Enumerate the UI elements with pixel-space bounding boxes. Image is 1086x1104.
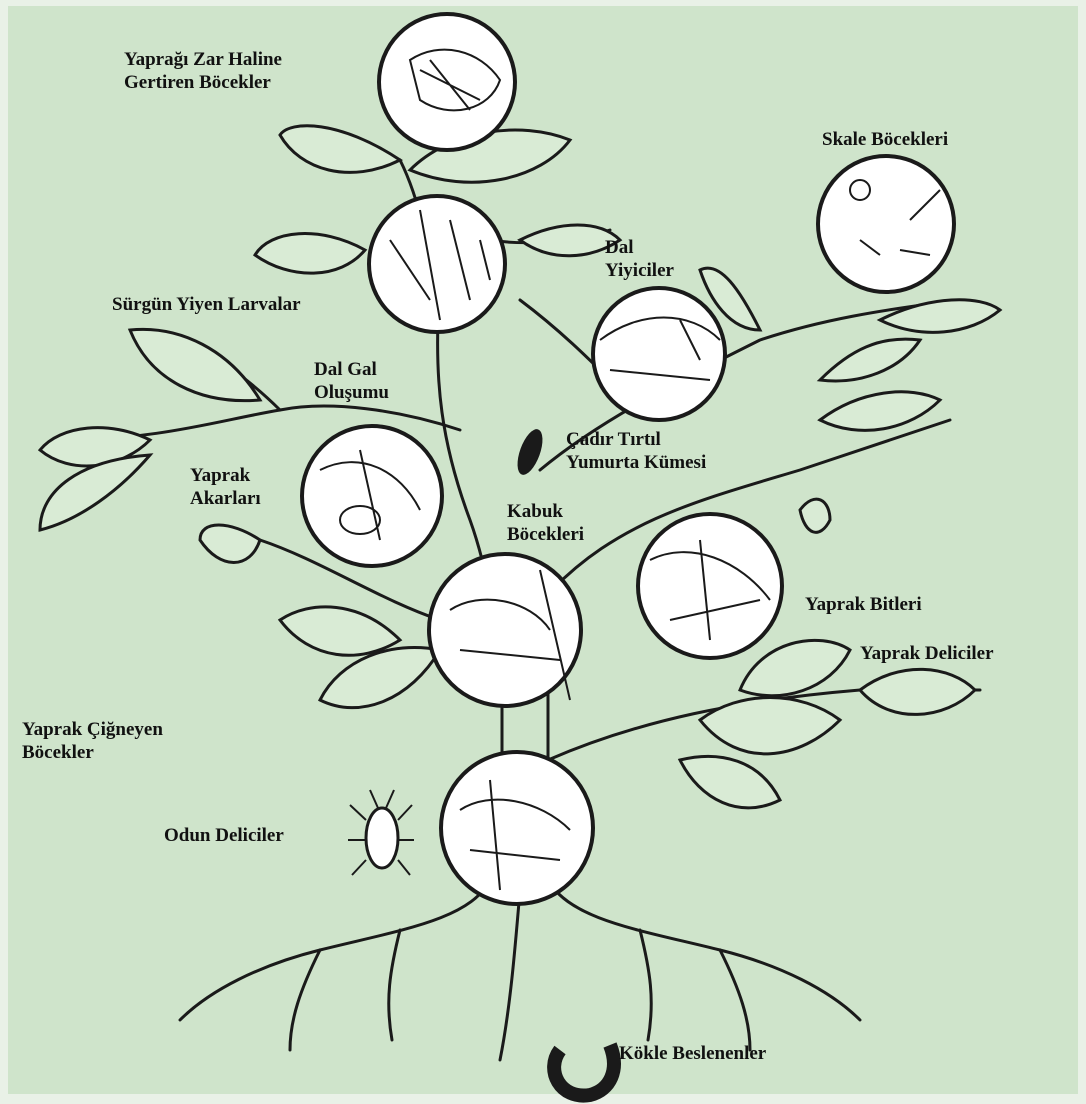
label-line: Dal Gal (314, 358, 389, 381)
label-twig-eaters: Dal Yiyiciler (605, 236, 674, 282)
label-line: Oluşumu (314, 381, 389, 404)
label-line: Böcekler (22, 741, 163, 764)
label-tent-caterpillar: Çadır Tırtıl Yumurta Kümesi (566, 428, 706, 474)
label-line: Gertiren Böcekler (124, 71, 282, 94)
circle-wood-borers (441, 752, 593, 904)
label-line: Yaprak Bitleri (805, 593, 922, 616)
label-line: Yaprak (190, 464, 261, 487)
label-line: Akarları (190, 487, 261, 510)
label-line: Odun Deliciler (164, 824, 284, 847)
circle-scale-insects (818, 156, 954, 292)
label-leaf-miners: Yaprak Deliciler (860, 642, 994, 665)
label-leaf-chewers: Yaprak Çiğneyen Böcekler (22, 718, 163, 764)
label-line: Sürgün Yiyen Larvalar (112, 293, 301, 316)
label-line: Yiyiciler (605, 259, 674, 282)
label-line: Çadır Tırtıl (566, 428, 706, 451)
label-line: Kökle Beslenenler (619, 1042, 766, 1065)
label-leaf-mites: Yaprak Akarları (190, 464, 261, 510)
label-line: Böcekleri (507, 523, 584, 546)
aphid-insect-body (366, 808, 398, 868)
circle-bark-beetles (429, 554, 581, 706)
label-shoot-larvae: Sürgün Yiyen Larvalar (112, 293, 301, 316)
label-line: Dal (605, 236, 674, 259)
label-line: Yaprak Çiğneyen (22, 718, 163, 741)
label-line: Yaprağı Zar Haline (124, 48, 282, 71)
circle-shoot (369, 196, 505, 332)
label-line: Skale Böcekleri (822, 128, 948, 151)
label-bark-beetles: Kabuk Böcekleri (507, 500, 584, 546)
label-wood-borers: Odun Deliciler (164, 824, 284, 847)
circle-leaf-mites (302, 426, 442, 566)
label-line: Yumurta Kümesi (566, 451, 706, 474)
label-line: Kabuk (507, 500, 584, 523)
circle-twig-eaters (593, 288, 725, 420)
label-leaf-skeletonizers: Yaprağı Zar Haline Gertiren Böcekler (124, 48, 282, 94)
label-root-feeders: Kökle Beslenenler (619, 1042, 766, 1065)
label-aphids: Yaprak Bitleri (805, 593, 922, 616)
label-scale-insects: Skale Böcekleri (822, 128, 948, 151)
label-twig-gall: Dal Gal Oluşumu (314, 358, 389, 404)
label-line: Yaprak Deliciler (860, 642, 994, 665)
